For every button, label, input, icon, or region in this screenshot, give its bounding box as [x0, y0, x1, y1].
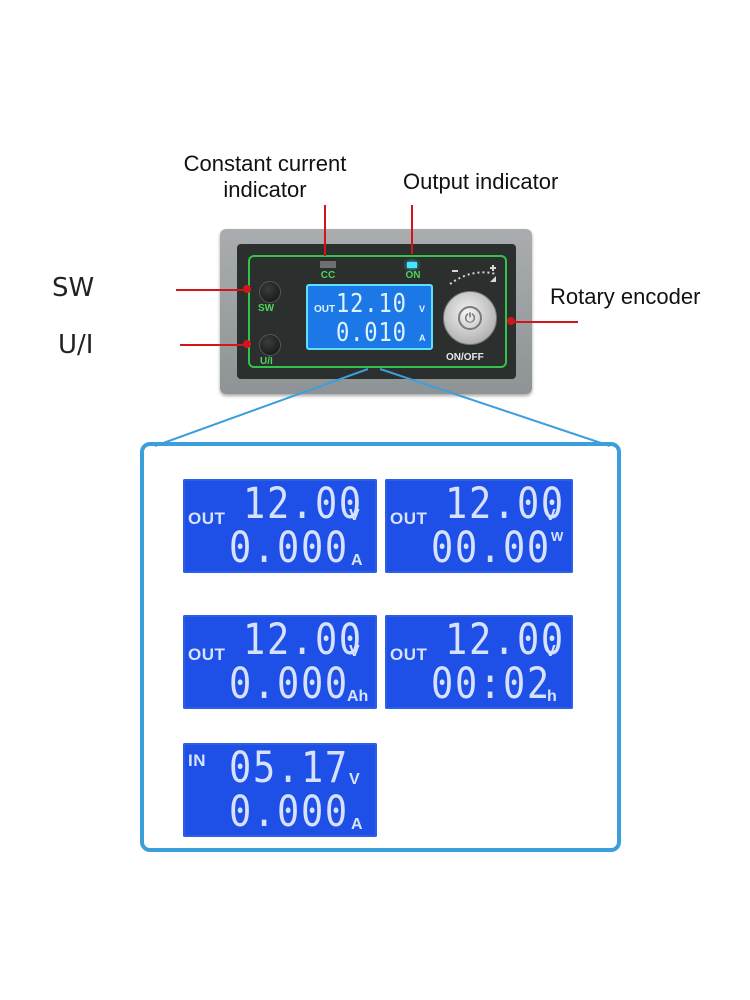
lcd-line2-value: 0.000 [229, 523, 349, 573]
cc-label: CC [320, 270, 336, 281]
encoder-pointer-dot [507, 317, 515, 325]
lcd-line2-value: 00.00 [431, 523, 551, 573]
lcd-line1-value: 05.17 [229, 743, 349, 793]
knob-scale-icon [449, 265, 497, 285]
encoder-pointer-line [512, 321, 578, 323]
cc-pointer-line [324, 205, 326, 256]
device-lcd-line1: 12.10 [336, 289, 407, 319]
rotary-encoder-knob[interactable]: ⏻ [443, 291, 497, 345]
lcd-prefix: OUT [390, 509, 428, 528]
output-indicator-callout-label: Output indicator [403, 169, 559, 194]
output-pointer-line [411, 205, 413, 254]
lcd-prefix: OUT [390, 645, 428, 664]
zoom-connector-lines [154, 368, 611, 447]
sw-pointer-dot [243, 285, 251, 293]
panel-border [248, 255, 507, 368]
lcd-prefix: IN [188, 751, 206, 770]
lcd-line1-value: 12.00 [445, 615, 565, 665]
ui-callout-label: U/I [58, 330, 94, 360]
device-lcd: OUT 12.10 V 0.010 A [306, 284, 433, 350]
lcd-line2-value: 00:02 [431, 659, 551, 709]
lcd-line2-value: 0.000 [229, 659, 349, 709]
cc-led [320, 261, 336, 268]
ui-button-label: U/I [260, 356, 273, 367]
device-lcd-line2: 0.010 [336, 318, 407, 348]
lcd-prefix: OUT [188, 645, 226, 664]
sw-button-label: SW [258, 303, 275, 314]
on-label: ON [405, 270, 421, 281]
lcd-line1-unit: V [545, 643, 556, 660]
device-lcd-prefix: OUT [314, 304, 336, 315]
lcd-line1-value: 12.00 [243, 479, 363, 529]
sw-callout-label: SW [52, 273, 95, 303]
lcd-line1-value: 12.00 [243, 615, 363, 665]
lcd-line2-unit: A [351, 552, 363, 569]
lcd-line2-unit: Ah [347, 688, 369, 705]
lcd-line2-unit: A [351, 816, 363, 833]
lcd-line2-unit: h [547, 688, 557, 705]
lcd-line1-unit: V [349, 771, 360, 788]
power-icon: ⏻ [458, 306, 482, 330]
lcd-line1-unit: V [349, 507, 360, 524]
lcd-line1-unit: V [349, 643, 360, 660]
lcd-line1-unit: V [545, 507, 556, 524]
sw-pointer-line [176, 289, 250, 291]
constant-current-callout-label: Constant current indicator [183, 151, 347, 202]
display-modes-panel [140, 442, 621, 852]
lcd-line2-value: 0.000 [229, 787, 349, 837]
ui-button[interactable] [259, 334, 281, 356]
ui-pointer-dot [243, 340, 251, 348]
sw-button[interactable] [259, 281, 281, 303]
lcd-line1-value: 12.00 [445, 479, 565, 529]
ui-pointer-line [180, 344, 250, 346]
lcd-line2-unit: W [551, 529, 564, 544]
lcd-prefix: OUT [188, 509, 226, 528]
on-led [407, 262, 417, 268]
knob-label: ON/OFF [446, 352, 484, 363]
device-lcd-unit2: A [419, 333, 426, 343]
device-lcd-unit1: V [419, 304, 426, 314]
rotary-encoder-callout-label: Rotary encoder [550, 284, 701, 309]
